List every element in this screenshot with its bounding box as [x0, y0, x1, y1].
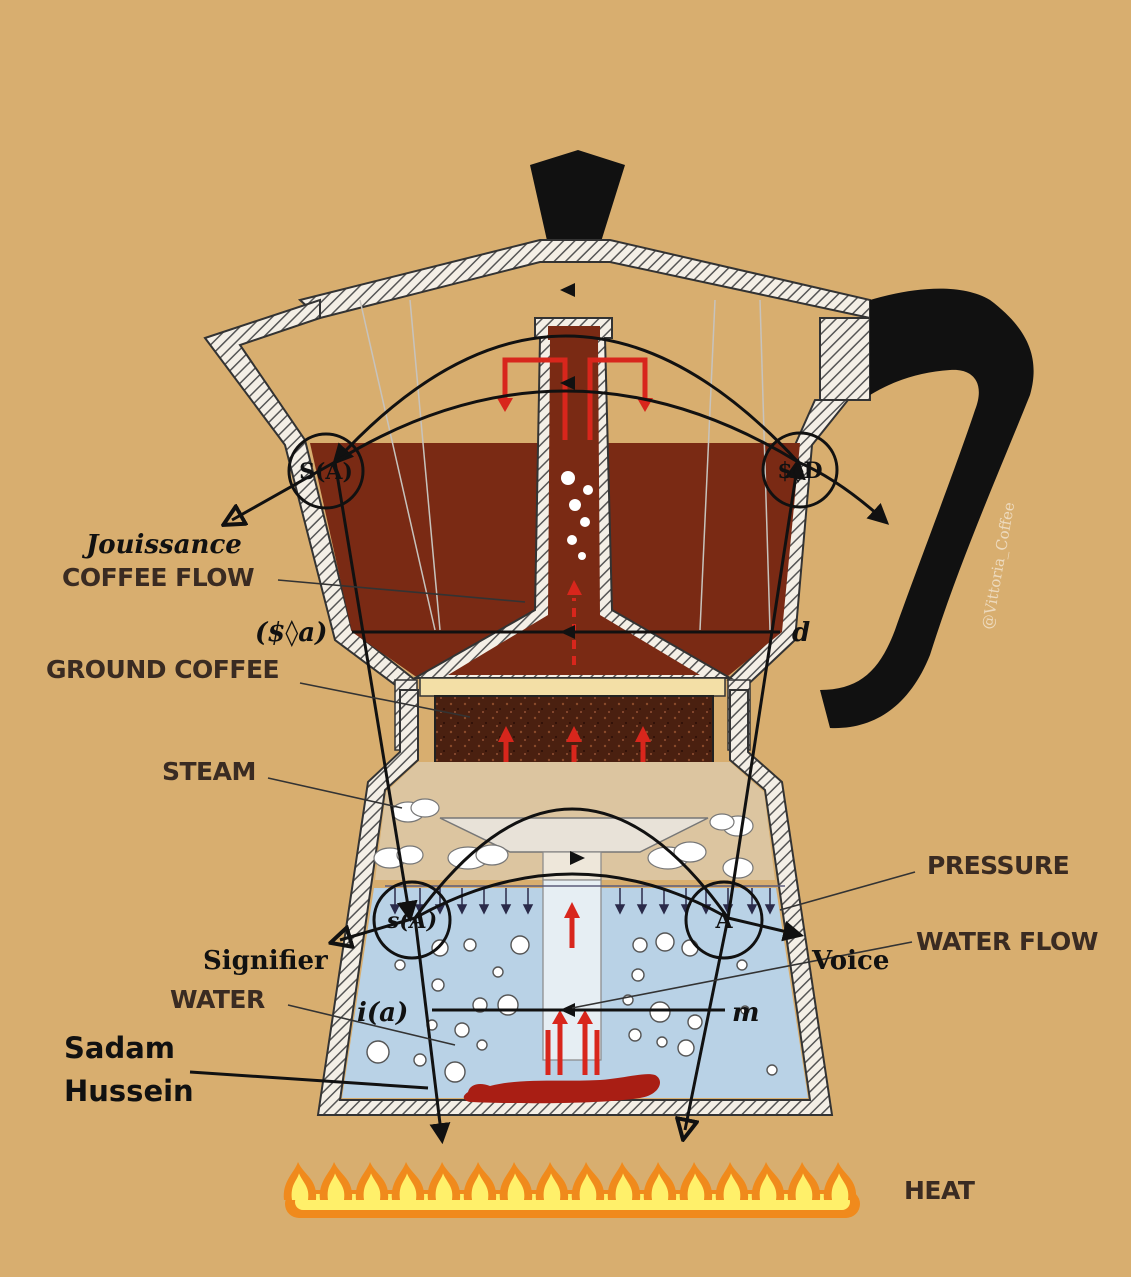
node-bottom-right-label: A — [714, 908, 733, 934]
coffee-line-l2 — [409, 299, 441, 631]
red-arrows-top — [502, 357, 648, 440]
water-bubble — [681, 939, 699, 957]
lacan-graph — [232, 334, 890, 1145]
pressure-arrowhead — [658, 904, 670, 915]
signifier-label: Signifier — [203, 946, 328, 976]
pressure-arrowhead — [636, 904, 648, 915]
node-bottom-left-label: s(A) — [386, 908, 437, 934]
hinge — [819, 317, 871, 401]
sadam-label-line2: Hussein — [64, 1074, 194, 1108]
coffee-flow-label: COFFEE FLOW — [62, 563, 254, 592]
water-bubble — [454, 1022, 470, 1038]
coffee-line-r2 — [759, 299, 771, 631]
water-bubble — [444, 1061, 466, 1083]
leader-lines — [189, 579, 916, 1090]
flame-core — [759, 1173, 777, 1200]
lacan-nodes — [287, 431, 839, 960]
sadam-label-line1: Sadam — [64, 1031, 175, 1065]
water-bubble — [413, 1053, 427, 1067]
jouissance-label: Jouissance — [81, 530, 242, 560]
pressure-arrowhead — [746, 904, 758, 915]
flame-core — [579, 1173, 597, 1200]
pressure-arrowhead — [764, 904, 776, 915]
red-arrowheads-water — [552, 902, 593, 1024]
d-label: d — [792, 618, 810, 648]
node-s-A — [372, 880, 452, 960]
water-bubble — [632, 937, 648, 953]
water-bubble — [655, 932, 675, 952]
flame-core — [615, 1173, 633, 1200]
water-bubble — [492, 966, 504, 978]
filter-plate — [419, 677, 726, 697]
water-label: WATER — [170, 985, 265, 1014]
water-bubbles — [366, 932, 778, 1083]
water-bubble — [394, 959, 406, 971]
node-A — [684, 880, 764, 960]
barred-s-a-label: ($◊a) — [255, 618, 327, 648]
coffee-line-l — [359, 299, 436, 631]
water-bubble — [476, 1039, 488, 1051]
flame-core — [723, 1173, 741, 1200]
lid-knob — [530, 150, 625, 245]
water-bubble — [649, 1001, 671, 1023]
node-S-A — [287, 432, 365, 510]
lower-boiler-wall — [316, 689, 834, 1116]
water-bubble — [366, 1040, 390, 1064]
pressure-arrowhead — [522, 904, 534, 915]
water-bubble — [431, 978, 445, 992]
steam-clouds — [373, 798, 754, 879]
flame-core — [831, 1173, 849, 1200]
pressure-arrowhead — [500, 904, 512, 915]
i-a-label: i(a) — [357, 998, 408, 1028]
water-bubble — [497, 994, 519, 1016]
water-bubble — [510, 935, 530, 955]
pressure-arrowhead — [478, 904, 490, 915]
node-barred-S-D — [761, 431, 839, 509]
funnel-bubbles — [561, 471, 593, 560]
water-bubble — [431, 939, 449, 957]
watermark: @Vittoria_Coffee — [978, 501, 1018, 631]
water-bubble — [736, 959, 748, 971]
water-bubble — [628, 1028, 642, 1042]
water-bubble — [677, 1039, 695, 1057]
water-bubble — [766, 1064, 778, 1076]
coffee-line-r — [699, 299, 716, 631]
lid-hatched — [297, 239, 871, 320]
flame-core — [471, 1173, 489, 1200]
red-arrows-water — [545, 915, 600, 1075]
steam-label: STEAM — [162, 757, 256, 786]
flame-core — [795, 1173, 813, 1200]
flame-core — [651, 1173, 669, 1200]
pressure-label: PRESSURE — [927, 851, 1069, 880]
node-top-right-label: $◊D — [777, 458, 822, 484]
flame-core — [327, 1173, 345, 1200]
ground-coffee-label: GROUND COFFEE — [46, 655, 279, 684]
water-bubble — [687, 1014, 703, 1030]
pressure-arrowhead — [456, 904, 468, 915]
m-label: m — [732, 998, 760, 1028]
water-bubble — [463, 938, 477, 952]
pressure-arrowhead — [614, 904, 626, 915]
water-flow-label: WATER FLOW — [916, 927, 1098, 956]
water-tube — [542, 879, 602, 1061]
flame-core — [363, 1173, 381, 1200]
voice-label: Voice — [811, 946, 889, 976]
flame-core — [507, 1173, 525, 1200]
node-top-left-label: S(A) — [299, 459, 353, 485]
flame-core — [687, 1173, 705, 1200]
flames — [283, 1162, 860, 1218]
mid-arrowheads — [560, 283, 585, 1017]
water-bubble — [631, 968, 645, 982]
handle — [820, 288, 1034, 729]
flame-core — [291, 1173, 309, 1200]
flame-core — [435, 1173, 453, 1200]
heat-label: HEAT — [904, 1176, 975, 1205]
water-bubble — [656, 1036, 668, 1048]
water-bubble — [740, 1005, 750, 1015]
flame-core — [543, 1173, 561, 1200]
flame-core — [399, 1173, 417, 1200]
red-arrowheads-grounds — [498, 726, 651, 742]
body-figure — [463, 1074, 660, 1104]
